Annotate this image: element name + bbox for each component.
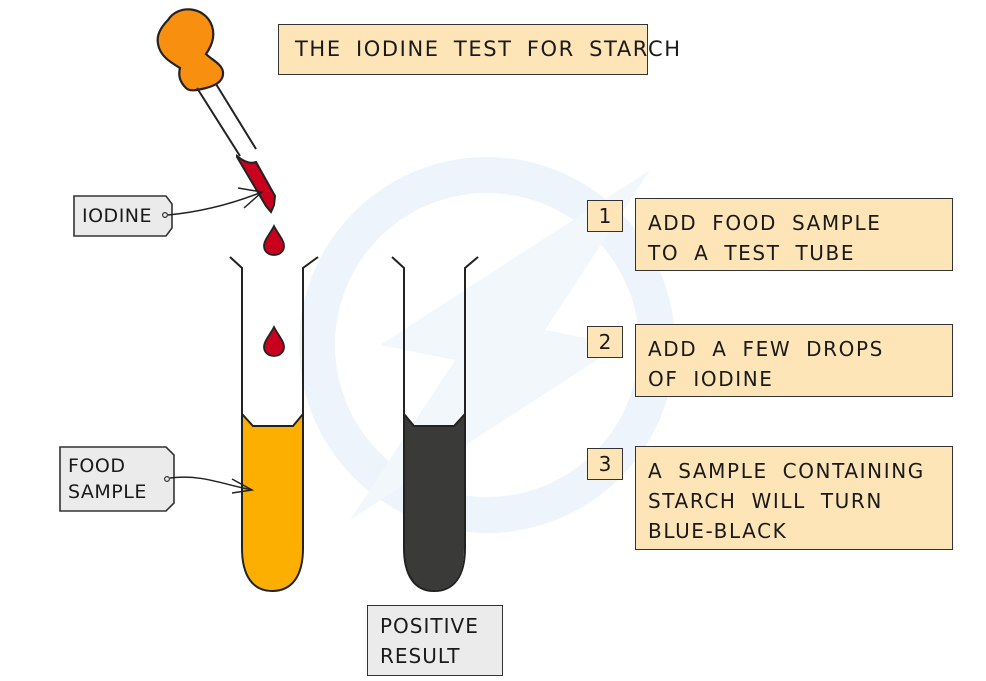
iodine-drop — [263, 324, 285, 357]
step-number-1: 1 — [587, 200, 623, 232]
step-text-2: ADD A FEW DROPS OF IODINE — [648, 337, 884, 391]
page-title: THE IODINE TEST FOR STARCH — [295, 37, 682, 61]
iodine-label: IODINE — [82, 205, 153, 227]
step-text-3: A SAMPLE CONTAINING STARCH WILL TURN BLU… — [648, 459, 925, 543]
positive-result-liquid — [404, 414, 464, 590]
food-sample-liquid — [243, 414, 302, 590]
title-box: THE IODINE TEST FOR STARCH — [278, 24, 680, 75]
food-sample-tag — [59, 446, 255, 512]
step-box-3: A SAMPLE CONTAINING STARCH WILL TURN BLU… — [635, 446, 953, 550]
food-sample-arrow — [169, 476, 253, 491]
positive-result-label: POSITIVE RESULT — [380, 614, 479, 668]
iodine-arrow — [167, 191, 263, 216]
iodine-tag — [73, 187, 264, 237]
step-box-2: ADD A FEW DROPS OF IODINE — [635, 324, 953, 397]
step-number-3: 3 — [587, 448, 623, 480]
pipette-iodine — [236, 153, 277, 214]
step-box-1: ADD FOOD SAMPLE TO A TEST TUBE — [635, 198, 953, 271]
pipette-bulb — [156, 8, 225, 92]
positive-result-box: POSITIVE RESULT — [367, 605, 503, 676]
food-sample-label: FOOD SAMPLE — [68, 455, 147, 503]
step-number-2: 2 — [587, 326, 623, 358]
test-tube-positive-result — [391, 256, 479, 593]
pipette-icon — [156, 8, 277, 214]
test-tube-food-sample — [229, 256, 319, 593]
iodine-drop — [263, 223, 285, 256]
step-text-1: ADD FOOD SAMPLE TO A TEST TUBE — [648, 211, 882, 265]
